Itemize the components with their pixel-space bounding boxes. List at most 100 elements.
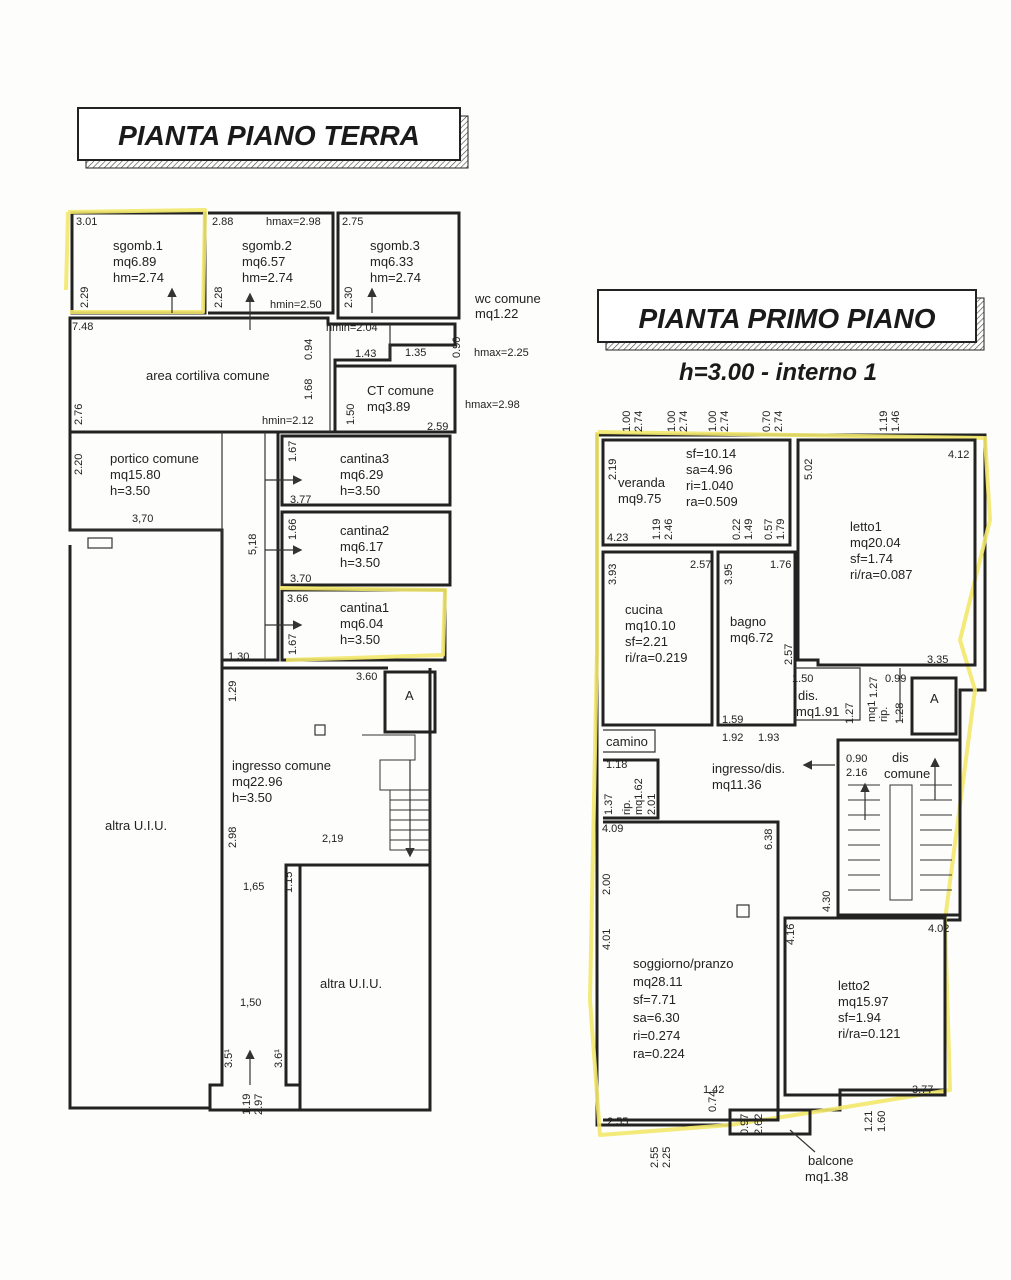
dim: 0.90 (451, 337, 463, 358)
letto1-ratio: ri/ra=0.087 (850, 567, 913, 582)
portico-area: mq15.80 (110, 467, 161, 482)
letto2-area: mq15.97 (838, 994, 889, 1009)
letto2-sf: sf=1.94 (838, 1010, 881, 1025)
dim: 4.02 (928, 923, 949, 935)
dim: 1.43 (355, 348, 376, 360)
portico-name: portico comune (110, 451, 199, 466)
ground-dimensions: 3.01 2.88 hmax=2.98 2.75 2.29 2.28 2.30 … (72, 216, 529, 1115)
dim: 2.57 (783, 644, 795, 665)
cantina2-height: h=3.50 (340, 555, 380, 570)
sgomb1-name: sgomb.1 (113, 238, 163, 253)
veranda-area: mq9.75 (618, 491, 661, 506)
cucina-ratio: ri/ra=0.219 (625, 650, 688, 665)
dim: 3.95 (723, 564, 735, 585)
dim: 2.20 (73, 454, 85, 475)
dim: 2.97 (253, 1094, 265, 1115)
dim: 1.37 (603, 794, 615, 815)
veranda-sf: sf=10.14 (686, 446, 736, 461)
lift-ground (383, 670, 437, 734)
sgomb2-name: sgomb.2 (242, 238, 292, 253)
dim: 2.74 (678, 411, 690, 432)
dim: 1.67 (287, 634, 299, 655)
wc-area: mq1.22 (475, 306, 518, 321)
other-unit-right (298, 863, 432, 1112)
cantina2-area: mq6.17 (340, 539, 383, 554)
dis1-name: dis. (798, 688, 818, 703)
dim: 1.60 (876, 1111, 888, 1132)
ingresso-area: mq11.36 (712, 777, 762, 792)
lift-ground-label: A (405, 688, 414, 703)
dim: 2.30 (343, 287, 355, 308)
dim: 1.18 (606, 759, 627, 771)
dim: 4.30 (821, 891, 833, 912)
dim: 1.35 (405, 347, 426, 359)
letto2-ratio: ri/ra=0.121 (838, 1026, 901, 1041)
dim: 1,65 (243, 881, 264, 893)
cucina-area: mq10.10 (625, 618, 676, 633)
cantina1-name: cantina1 (340, 600, 389, 615)
other-unit-right-label: altra U.I.U. (320, 976, 382, 991)
dim: hmax=2.98 (266, 216, 321, 228)
soggiorno-name: soggiorno/pranzo (633, 956, 733, 971)
lift-first (910, 676, 958, 736)
dim: 6.38 (763, 829, 775, 850)
dim: 2.62 (753, 1114, 765, 1135)
dim: 1.76 (770, 559, 791, 571)
soggiorno-sf: sf=7.71 (633, 992, 676, 1007)
dim: 3.70 (290, 573, 311, 585)
staircase-ground (362, 734, 431, 858)
dim: 3.6¹ (273, 1049, 285, 1068)
sgomb1-area: mq6.89 (113, 254, 156, 269)
dim: 4.23 (607, 532, 628, 544)
dim: 2.55 (649, 1147, 661, 1168)
dim: 1.30 (228, 651, 249, 663)
dim: 2.57 (690, 559, 711, 571)
first-room-labels: veranda mq9.75 sf=10.14 sa=4.96 ri=1.040… (606, 446, 939, 1184)
cucina-name: cucina (625, 602, 663, 617)
cantina1-highlight (279, 586, 447, 662)
bagno-area: mq6.72 (730, 630, 773, 645)
veranda-name: veranda (618, 475, 666, 490)
courtyard-block (68, 316, 457, 434)
dim: 2.25 (661, 1147, 673, 1168)
dim: hmin=2.04 (326, 322, 378, 334)
dim: hmin=2.50 (270, 299, 322, 311)
veranda-sa: sa=4.96 (686, 462, 733, 477)
dim: 5.02 (803, 459, 815, 480)
cucina-sf: sf=2.21 (625, 634, 668, 649)
dim: 1.42 (703, 1084, 724, 1096)
dim: 2.74 (719, 411, 731, 432)
dim: 1.79 (775, 519, 787, 540)
portico-and-cellars (68, 432, 452, 662)
dim: hmax=2.98 (465, 399, 520, 411)
entrance-area: mq22.96 (232, 774, 283, 789)
letto1-area: mq20.04 (850, 535, 901, 550)
dim: 0.74 (707, 1091, 719, 1112)
sgomb3-name: sgomb.3 (370, 238, 420, 253)
unit-highlight (588, 430, 992, 1137)
rip2-name: rip. (621, 800, 633, 815)
letto1-sf: sf=1.74 (850, 551, 893, 566)
balcony (728, 1108, 812, 1136)
veranda-ra: ra=0.509 (686, 494, 738, 509)
first-floor-title-box: PIANTA PRIMO PIANO (597, 289, 985, 351)
dis1-area: mq1.91 (796, 704, 839, 719)
dim: 7.48 (72, 321, 93, 333)
dim: 3,70 (132, 513, 153, 525)
sgomb3-area: mq6.33 (370, 254, 413, 269)
dim: hmin=2.12 (262, 415, 314, 427)
rip1-area: mq1 (866, 701, 878, 722)
cantina1-area: mq6.04 (340, 616, 383, 631)
dim: 2.29 (79, 287, 91, 308)
bagno-name: bagno (730, 614, 766, 629)
ground-floor-title: PIANTA PIANO TERRA (118, 120, 420, 151)
dim: 5,18 (247, 534, 259, 555)
sgomb1-highlight (64, 208, 207, 314)
dim: 4.16 (785, 924, 797, 945)
dim: 1.27 (868, 677, 880, 698)
dim: 2.59 (427, 421, 448, 433)
dim: 2.76 (73, 404, 85, 425)
dim: 1.19 (651, 519, 663, 540)
dim: 2.74 (633, 411, 645, 432)
